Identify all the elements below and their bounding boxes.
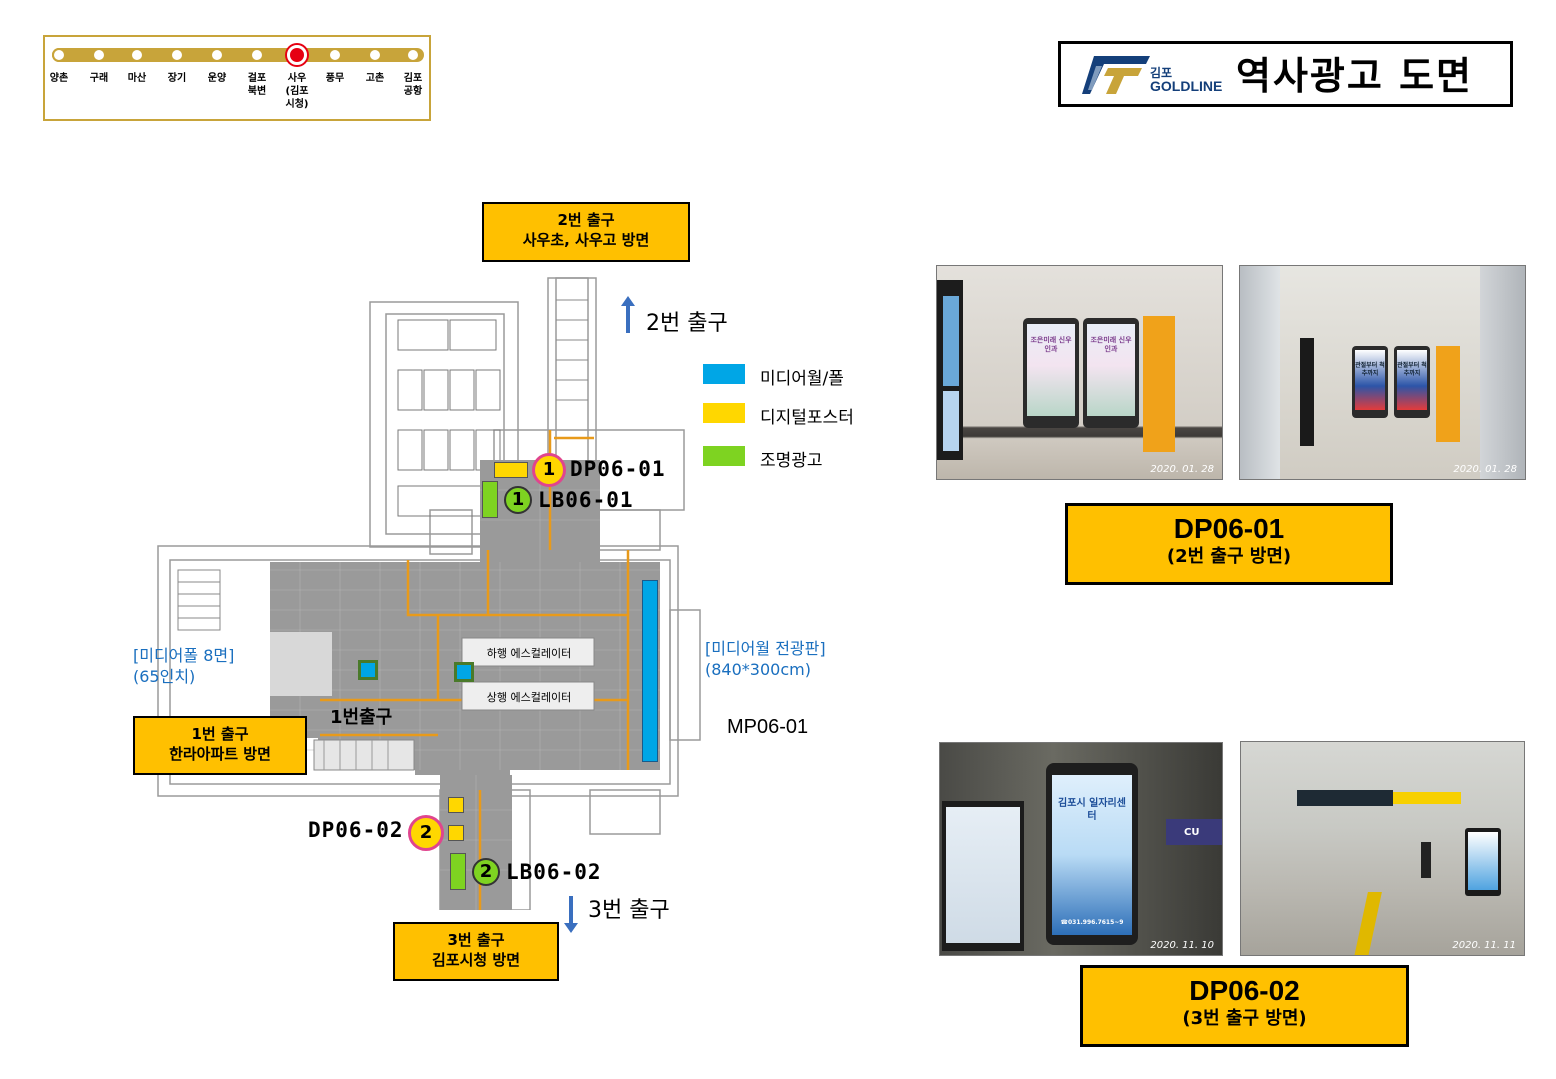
station-label: 장기 — [167, 73, 187, 84]
station-marker — [368, 48, 382, 62]
station-label: 풍무 — [325, 73, 345, 84]
marker-number-2: 2 — [472, 858, 500, 886]
station-marker — [250, 48, 264, 62]
photo-dp06-01-side: 관절부터 척추까지 관절부터 척추까지 2020. 01. 28 — [1239, 265, 1526, 480]
marker-number-1: 1 — [532, 453, 566, 487]
code-box-title: DP06-02 — [1189, 975, 1300, 1006]
station-label: 김포 공항 — [403, 73, 423, 97]
marker-code-dp06-02: DP06-02 — [308, 818, 404, 842]
page-title: 역사광고 도면 — [1236, 54, 1473, 98]
poster-screen-text: 조은미래 신우인과 — [1090, 336, 1132, 353]
arrow-up-icon — [621, 296, 635, 333]
logo-small-text: 김포 — [1150, 66, 1173, 80]
arrow-down-icon — [564, 896, 578, 933]
station-marker — [170, 48, 184, 62]
station-marker — [406, 48, 420, 62]
exit2-box-line2: 사우초, 사우고 방면 — [522, 231, 650, 249]
legend-label-media: 미디어월/폴 — [760, 369, 844, 389]
goldline-logo-icon — [1082, 56, 1150, 94]
floorplan-drawing — [157, 277, 701, 910]
exit2-box: 2번 출구 사우초, 사우고 방면 — [482, 202, 690, 262]
media-wall-note-line2: (840*300cm) — [705, 660, 811, 679]
photo-dp06-02-corridor: 2020. 11. 11 — [1240, 741, 1525, 956]
media-pole-marker — [454, 662, 474, 682]
station-label: 양촌 — [49, 73, 69, 84]
escalator-down-label: 하행 에스컬레이터 — [486, 647, 572, 660]
photo-date: 2020. 01. 28 — [1150, 464, 1214, 475]
station-marker — [52, 48, 66, 62]
code-box-dp06-02: DP06-02 (3번 출구 방면) — [1080, 965, 1409, 1047]
digital-poster-marker — [448, 825, 464, 841]
station-label: 걸포 북변 — [247, 73, 267, 97]
media-wall-marker — [642, 580, 658, 762]
station-label: 고촌 — [365, 73, 385, 84]
poster-screen-text: 관절부터 척추까지 — [1355, 362, 1385, 377]
light-box-marker — [482, 481, 498, 518]
directional-sign — [1436, 346, 1460, 442]
exit1-floor-label: 1번출구 — [330, 707, 393, 728]
directional-sign — [1143, 316, 1175, 452]
exit2-caption: 2번 출구 — [646, 311, 728, 336]
exit3-box-line1: 3번 출구 — [447, 931, 505, 949]
photo-dp06-01-front: 조은미래 신우인과 조은미래 신우인과 2020. 01. 28 — [936, 265, 1223, 480]
station-label: 운양 — [207, 73, 227, 84]
media-wall-code: MP06-01 — [727, 716, 809, 738]
legend-swatch-digital — [703, 403, 745, 423]
digital-poster-marker — [448, 797, 464, 813]
station-label: 구래 — [89, 73, 109, 84]
station-marker — [210, 48, 224, 62]
legend-swatch-light — [703, 446, 745, 466]
station-marker — [130, 48, 144, 62]
logo-brand-text: GOLDLINE — [1150, 78, 1223, 94]
area-map-screen — [946, 807, 1020, 943]
marker-code-lb06-01: LB06-01 — [538, 488, 634, 512]
marker-number-2: 2 — [408, 815, 444, 851]
marker-number-1: 1 — [504, 486, 532, 514]
marker-code-dp06-01: DP06-01 — [570, 457, 666, 481]
code-box-desc: (3번 출구 방면) — [1182, 1008, 1307, 1029]
station-label: 사우 (김포 시청) — [285, 73, 309, 110]
station-marker — [92, 48, 106, 62]
exit1-box-line1: 1번 출구 — [191, 725, 249, 743]
media-pole-note: [미디어폴 8면] (65인치) — [133, 645, 234, 687]
overhead-sign — [1297, 790, 1393, 806]
legend-swatch-media — [703, 364, 745, 384]
exit3-caption: 3번 출구 — [588, 898, 670, 923]
code-box-dp06-01: DP06-01 (2번 출구 방면) — [1065, 503, 1393, 585]
poster-screen-text: 조은미래 신우인과 — [1030, 336, 1072, 353]
legend-label-light: 조명광고 — [760, 451, 823, 471]
exit2-box-line1: 2번 출구 — [557, 211, 615, 229]
legend-label-digital: 디지털포스터 — [760, 408, 854, 428]
photo-date: 2020. 01. 28 — [1453, 464, 1517, 475]
poster-screen-title: 김포시 일자리센터 — [1058, 798, 1126, 822]
photo-date: 2020. 11. 10 — [1150, 940, 1214, 951]
exit1-box: 1번 출구 한라아파트 방면 — [133, 716, 307, 775]
media-wall-note: [미디어월 전광판] (840*300cm) — [705, 638, 826, 680]
media-wall-note-line1: [미디어월 전광판] — [705, 639, 826, 658]
code-box-desc: (2번 출구 방면) — [1166, 546, 1292, 567]
poster-screen-text: 관절부터 척추까지 — [1397, 362, 1427, 377]
photo-date: 2020. 11. 11 — [1452, 940, 1516, 951]
station-label: 마산 — [127, 73, 147, 84]
code-box-title: DP06-01 — [1173, 513, 1285, 544]
shop-sign: CU — [1184, 827, 1200, 838]
exit3-box-line2: 김포시청 방면 — [431, 951, 521, 969]
light-box-marker — [450, 853, 466, 890]
exit1-box-line2: 한라아파트 방면 — [169, 745, 271, 763]
media-pole-marker — [358, 660, 378, 680]
digital-poster-marker — [494, 462, 528, 478]
station-marker — [328, 48, 342, 62]
photo-dp06-02-front: 김포시 일자리센터 ☎031.996.7615~9 CU 2020. 11. 1… — [939, 742, 1223, 956]
media-pole-note-line2: (65인치) — [133, 667, 196, 686]
media-pole-note-line1: [미디어폴 8면] — [133, 646, 235, 665]
escalator-up-label: 상행 에스컬레이터 — [486, 691, 572, 704]
marker-code-lb06-02: LB06-02 — [506, 860, 602, 884]
poster-screen-phone: ☎031.996.7615~9 — [1060, 919, 1124, 926]
exit3-box: 3번 출구 김포시청 방면 — [393, 922, 559, 981]
current-station-marker — [287, 45, 307, 65]
